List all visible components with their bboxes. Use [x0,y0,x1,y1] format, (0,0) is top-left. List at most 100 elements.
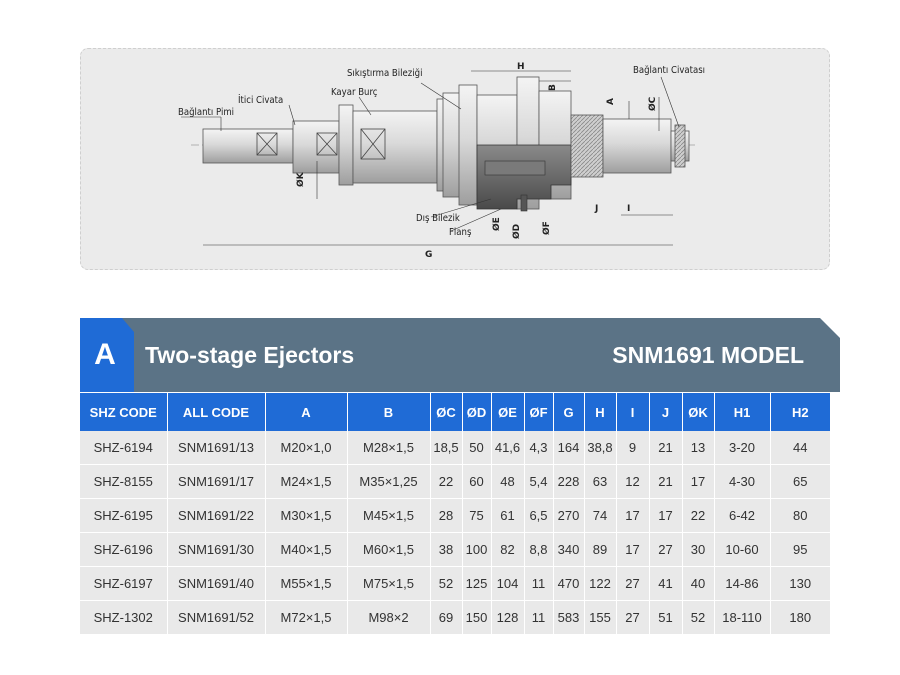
table-cell: 164 [553,431,585,465]
table-cell: SNM1691/52 [167,600,266,635]
table-cell: 28 [430,498,463,533]
label-baglanti-civatasi: Bağlantı Civatası [633,65,705,76]
table-cell: 125 [462,566,492,601]
dim-ok: ØK [295,171,306,187]
table-cell: M24×1,5 [265,464,348,499]
col-header: H2 [770,393,830,431]
table-cell: 228 [553,464,585,499]
table-cell: 30 [682,532,715,567]
table-cell: 22 [430,464,463,499]
table-cell: 130 [770,566,830,601]
table-cell: 27 [616,600,650,635]
dim-i: I [627,204,630,214]
technical-drawing: Bağlantı Pimi İtici Civata Kayar Burç Sı… [80,48,830,270]
spec-table: SHZ CODE ALL CODE A B ØC ØD ØE ØF G H I … [80,393,830,635]
table-cell: M72×1,5 [265,600,348,635]
dim-od: ØD [511,224,522,239]
dim-g: G [425,250,432,260]
table-cell: 150 [462,600,492,635]
table-cell: 22 [682,498,715,533]
table-cell: 13 [682,431,715,465]
table-cell: 4-30 [714,464,771,499]
table-cell: 11 [524,600,554,635]
table-cell: 95 [770,532,830,567]
col-header: ØC [430,393,463,431]
table-cell: 11 [524,566,554,601]
table-cell: SNM1691/40 [167,566,266,601]
table-cell: 52 [430,566,463,601]
table-cell: 18,5 [430,431,463,465]
table-cell: SNM1691/17 [167,464,266,499]
label-kayar-burc: Kayar Burç [331,87,378,98]
dim-of: ØF [541,221,552,235]
table-cell: 18-110 [714,600,771,635]
col-header: J [649,393,683,431]
table-cell: 4,3 [524,431,554,465]
table-cell: 61 [491,498,525,533]
table-cell: SHZ-6196 [80,532,168,567]
table-cell: SHZ-8155 [80,464,168,499]
table-header-row: SHZ CODE ALL CODE A B ØC ØD ØE ØF G H I … [80,393,830,431]
table-cell: 40 [682,566,715,601]
table-cell: M40×1,5 [265,532,348,567]
table-cell: 44 [770,431,830,465]
table-cell: 60 [462,464,492,499]
table-cell: M98×2 [347,600,431,635]
table-cell: 6-42 [714,498,771,533]
col-header: ØD [462,393,492,431]
table-cell: M28×1,5 [347,431,431,465]
table-cell: M45×1,5 [347,498,431,533]
table-cell: 3-20 [714,431,771,465]
table-cell: 69 [430,600,463,635]
ejector-drawing: Bağlantı Pimi İtici Civata Kayar Burç Sı… [178,62,705,260]
table-cell: 65 [770,464,830,499]
label-flans: Flanş [449,227,472,238]
table-cell: M30×1,5 [265,498,348,533]
col-header: B [347,393,431,431]
table-cell: 17 [649,498,683,533]
table-cell: 10-60 [714,532,771,567]
table-cell: 104 [491,566,525,601]
table-cell: 122 [584,566,617,601]
col-header: ØE [491,393,525,431]
table-cell: 100 [462,532,492,567]
table-cell: 48 [491,464,525,499]
table-cell: 12 [616,464,650,499]
table-cell: 63 [584,464,617,499]
col-header: ØK [682,393,715,431]
col-header: G [553,393,585,431]
section-title-band: A Two-stage Ejectors SNM1691 MODEL [80,318,840,392]
table-cell: 17 [616,498,650,533]
table-cell: 41,6 [491,431,525,465]
table-cell: 340 [553,532,585,567]
table-cell: 80 [770,498,830,533]
table-cell: 270 [553,498,585,533]
table-cell: 8,8 [524,532,554,567]
dim-b: B [548,84,558,91]
section-badge: A [94,338,116,371]
table-cell: M55×1,5 [265,566,348,601]
table-cell: 27 [616,566,650,601]
section-title: Two-stage Ejectors [145,342,355,368]
table-cell: 41 [649,566,683,601]
col-header: A [265,393,348,431]
label-itici-civata: İtici Civata [238,95,283,106]
col-header: ØF [524,393,554,431]
label-dis-bilezik: Dış Bilezik [416,213,460,224]
table-cell: M60×1,5 [347,532,431,567]
table-cell: 14-86 [714,566,771,601]
table-cell: 38,8 [584,431,617,465]
table-cell: SHZ-6197 [80,566,168,601]
table-cell: 180 [770,600,830,635]
table-cell: M20×1,0 [265,431,348,465]
col-header: I [616,393,650,431]
col-header: SHZ CODE [80,393,168,431]
col-header: H1 [714,393,771,431]
table-cell: SNM1691/30 [167,532,266,567]
col-header: ALL CODE [167,393,266,431]
table-cell: SHZ-6194 [80,431,168,465]
table-cell: SNM1691/22 [167,498,266,533]
